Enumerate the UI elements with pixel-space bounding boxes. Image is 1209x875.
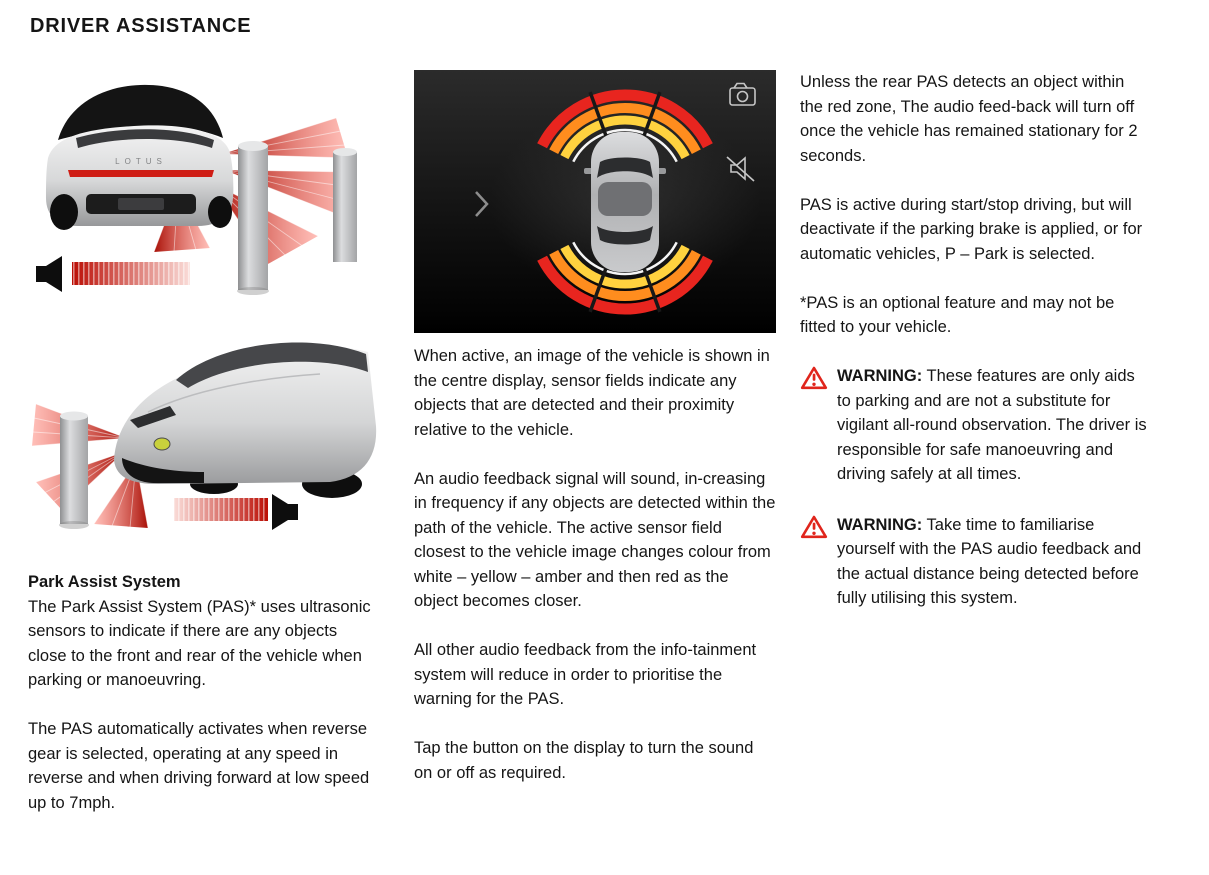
middle-column: When active, an image of the vehicle is … xyxy=(414,70,776,810)
warning-triangle-icon xyxy=(800,364,828,487)
front-pas-illustration xyxy=(28,308,378,566)
car-badge-text: LOTUS xyxy=(115,157,167,166)
warning-note: WARNING: These features are only aids to… xyxy=(800,364,1148,487)
warning-text: WARNING: These features are only aids to… xyxy=(837,367,1147,483)
warning-label: WARNING: xyxy=(837,367,923,385)
paragraph: Unless the rear PAS detects an object wi… xyxy=(800,73,1138,165)
page-title: DRIVER ASSISTANCE xyxy=(30,15,252,37)
headlight xyxy=(130,406,176,428)
front-sensor-arcs xyxy=(537,89,713,163)
paragraph: The Park Assist System (PAS)* uses ultra… xyxy=(28,597,371,690)
warning-triangle-icon xyxy=(800,513,828,611)
vehicle-top-view xyxy=(584,132,666,272)
rear-audio-indicator xyxy=(36,256,190,292)
bollard-far xyxy=(333,148,357,262)
paragraph: The PAS automatically activates when rev… xyxy=(28,720,370,812)
speaker-icon xyxy=(36,256,62,292)
paragraph: *PAS is an optional feature and may not … xyxy=(800,293,1115,337)
left-column: LOTUS xyxy=(28,70,378,840)
mirror-right xyxy=(657,168,666,174)
speaker-muted-icon xyxy=(726,156,755,182)
center-display-screenshot xyxy=(414,70,776,333)
right-column: Unless the rear PAS detects an object wi… xyxy=(800,70,1148,637)
car-front-view xyxy=(114,342,377,498)
warning-text: WARNING: Take time to familiarise yourse… xyxy=(837,515,1142,608)
rear-sensor-arcs xyxy=(537,241,713,315)
paragraph: An audio feedback signal will sound, in-… xyxy=(414,469,776,611)
bollard xyxy=(59,411,89,529)
rear-window xyxy=(597,226,653,245)
windshield xyxy=(597,157,653,178)
paragraph: Tap the button on the display to turn th… xyxy=(414,739,754,782)
car-rear-view: LOTUS xyxy=(46,84,234,230)
warning-note: WARNING: Take time to familiarise yourse… xyxy=(800,513,1148,611)
camera-icon xyxy=(729,82,756,106)
bollard-near xyxy=(237,141,269,295)
mirror-left xyxy=(584,168,593,174)
section-heading: Park Assist System xyxy=(28,573,181,591)
lotus-badge xyxy=(153,437,171,451)
warning-label: WARNING: xyxy=(837,515,923,534)
speaker-icon xyxy=(272,494,298,530)
front-audio-indicator xyxy=(174,494,298,530)
paragraph: All other audio feedback from the info-t… xyxy=(414,641,757,708)
rear-pas-illustration: LOTUS xyxy=(28,70,378,308)
paragraph: PAS is active during start/stop driving,… xyxy=(800,195,1143,263)
roof xyxy=(598,182,652,216)
taillight-bar xyxy=(68,170,214,177)
chevron-right-icon xyxy=(475,191,489,217)
paragraph: When active, an image of the vehicle is … xyxy=(414,347,770,439)
